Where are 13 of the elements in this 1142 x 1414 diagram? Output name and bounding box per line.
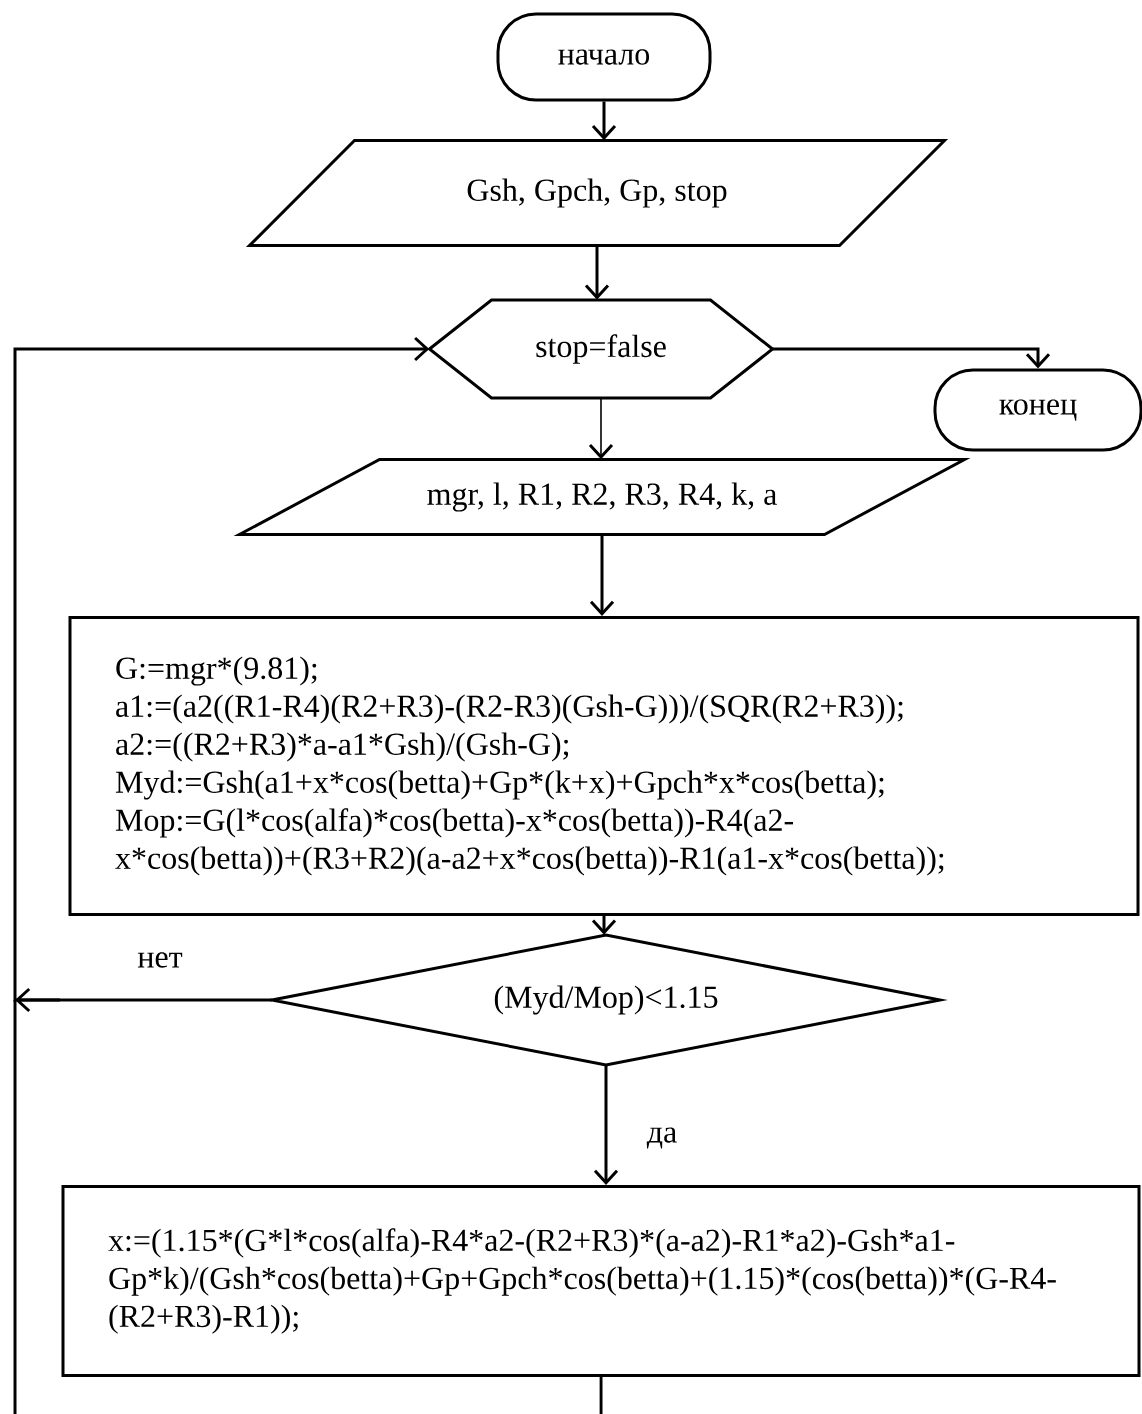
edge-label: нет (135, 950, 185, 970)
process-box: x:=(1.15*(G*l*cos(alfa)-R4*a2-(R2+R3)*(a-a2)-R1*a2)-Gsh*a1- Gp*k)/(Gsh*cos(betta)+Gp+Gpch*cos(betta)+(1.15)*(cos(betta))*(G-R4- (R2+R3)-R1)); (61, 1185, 1141, 1377)
arrow (772, 347, 1051, 369)
arrow (13, 336, 430, 1414)
arrow (591, 101, 617, 141)
arrow (584, 245, 610, 300)
process-box: G:=mgr*(9.81); a1:=(a2((R1-R4)(R2+R3)-(R2-R3)(Gsh-G)))/(SQR(R2+R3)); a2:=((R2+R3)*a-a1*Gsh)/(Gsh-G); Myd:=Gsh(a1+x*cos(betta)+Gp*(k+x)+Gpch*x*cos(betta); Mop:=G(l*cos(alfa)*cos(betta)-x*cos(betta))-R4(a2- x*cos(betta))+(R3+R2)(a-a2+x*cos(betta))-R1(a1-x*cos(betta)); (68, 616, 1140, 916)
edge-label: да (644, 1125, 680, 1151)
arrow (589, 534, 615, 616)
end-terminal: конец (933, 368, 1142, 452)
arrow (588, 397, 614, 460)
arrow (593, 1065, 619, 1185)
start-terminal: начало (496, 12, 712, 102)
